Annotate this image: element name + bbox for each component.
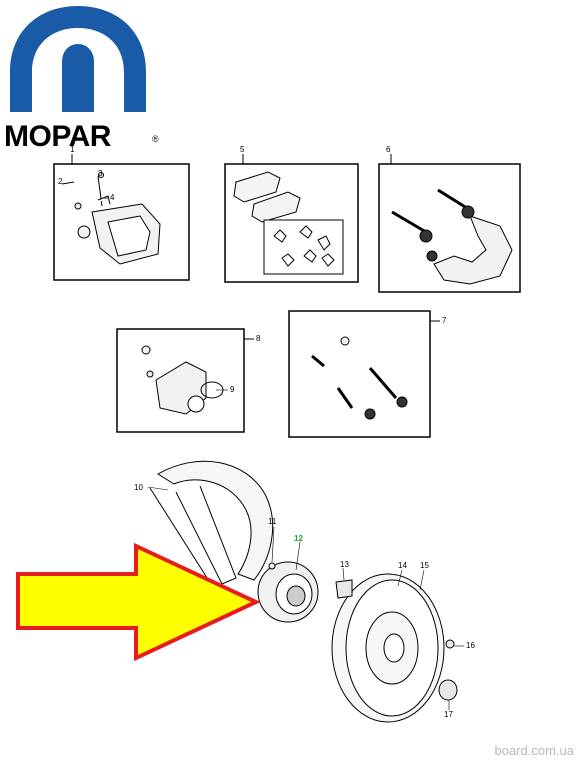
caliper-bracket-icon (391, 188, 513, 285)
callout-16: 16 (466, 641, 475, 650)
brake-pads-box (224, 154, 359, 283)
registered-mark: ® (152, 134, 159, 144)
guide-pins-box (288, 310, 440, 438)
hub-bearing-icon (257, 561, 319, 623)
brake-pad-icon (233, 171, 301, 223)
mopar-logo-icon (10, 6, 146, 112)
callout-6: 6 (386, 145, 391, 154)
callout-13: 13 (340, 560, 349, 569)
callout-4: 4 (110, 193, 115, 202)
callout-2: 2 (58, 177, 63, 186)
caliper-body-icon (141, 345, 224, 415)
leader-lines (104, 197, 464, 710)
callout-3: 3 (98, 169, 103, 178)
fastener-icon (335, 579, 458, 701)
callout-7: 7 (442, 316, 447, 325)
caliper-bracket-box (378, 154, 521, 293)
brand-name: MOPAR (4, 120, 111, 153)
callout-14: 14 (398, 561, 407, 570)
callout-12: 12 (294, 534, 303, 543)
pad-clip-icon (273, 225, 335, 267)
highlight-arrow-icon (16, 542, 261, 662)
guide-pin-icon (311, 336, 408, 420)
callout-15: 15 (420, 561, 429, 570)
callout-11: 11 (268, 517, 277, 526)
brake-rotor-icon (331, 573, 445, 723)
caliper-group-box (53, 154, 190, 281)
dust-shield-icon (149, 460, 274, 593)
callout-9: 9 (230, 385, 235, 394)
callout-8: 8 (256, 334, 261, 343)
watermark: board.com.ua (494, 743, 575, 758)
callout-10: 10 (134, 483, 143, 492)
callout-17: 17 (444, 710, 453, 719)
callout-5: 5 (240, 145, 245, 154)
caliper-body-box (116, 328, 254, 433)
caliper-part-icon (61, 172, 161, 265)
callout-1: 1 (70, 145, 75, 154)
